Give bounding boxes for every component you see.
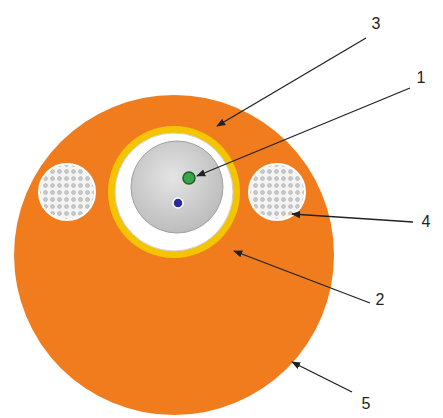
buffer-layer: [115, 133, 233, 251]
optical-fiber: [183, 172, 195, 184]
callout-number: 1: [417, 70, 426, 86]
callout-number: 5: [362, 396, 371, 412]
strength-member: [39, 164, 95, 220]
leader-line: [292, 214, 413, 222]
strength-member: [249, 164, 305, 220]
yellow-sheath: [108, 126, 240, 258]
leader-line: [217, 38, 366, 126]
callout-number: 2: [376, 292, 385, 308]
leader-line: [292, 362, 352, 392]
leader-line: [197, 88, 410, 176]
optical-fiber: [173, 198, 183, 208]
callout-number: 4: [422, 214, 431, 230]
callout-number: 3: [372, 16, 381, 32]
leader-lines: [197, 38, 413, 392]
outer-jacket: [14, 95, 334, 415]
fiber-core-bundle: [131, 141, 223, 233]
leader-line: [234, 251, 370, 303]
